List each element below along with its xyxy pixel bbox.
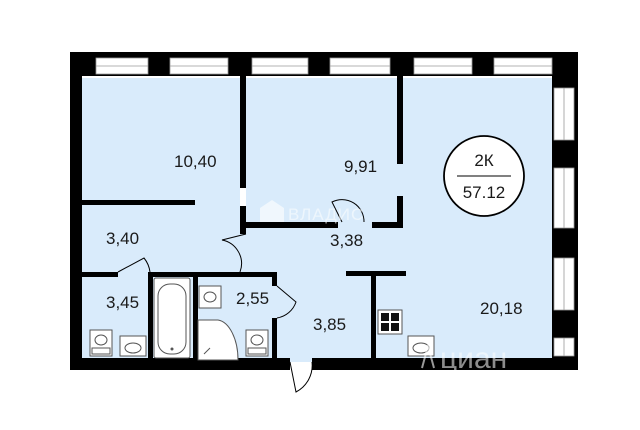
area-bedroom-2: 9,91: [344, 157, 377, 176]
toilet-bath: [89, 329, 113, 357]
sink-bath: [119, 335, 147, 357]
area-bedroom-1: 10,40: [174, 152, 217, 171]
sink-wc: [198, 285, 222, 309]
corner-watermark-text: циан: [440, 342, 507, 375]
watermark-text: ВЛАДИС: [288, 205, 364, 224]
doors: [117, 199, 365, 393]
area-bathroom: 3,45: [106, 293, 139, 312]
total-area-badge: 2К 57.12: [443, 135, 525, 217]
area-entry: 3,85: [313, 315, 346, 334]
area-kitchen-living: 20,18: [480, 299, 523, 318]
corner-watermark: циан: [421, 342, 507, 375]
shower-corner: [197, 319, 239, 361]
area-toilet: 2,55: [236, 289, 269, 308]
badge-total-area: 57.12: [463, 183, 506, 202]
watermark-logo: [260, 200, 284, 222]
bathtub-drain: [170, 347, 174, 351]
interior-walls: [80, 76, 406, 362]
area-hall-left: 3,40: [106, 229, 139, 248]
bathtub: [153, 277, 191, 359]
toilet-wc: [245, 329, 269, 357]
stove: [377, 309, 403, 335]
badge-rooms: 2К: [474, 151, 493, 170]
area-corridor: 3,38: [330, 231, 363, 250]
